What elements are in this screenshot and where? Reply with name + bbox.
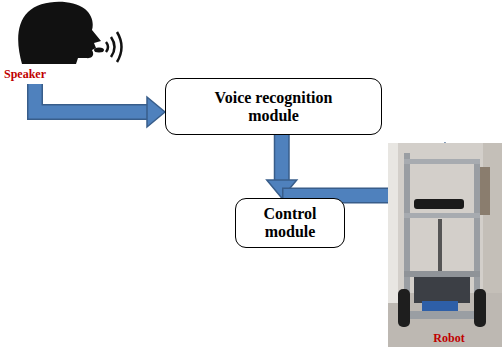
box-label: Control module (256, 205, 324, 241)
figure-label: Speaker (4, 67, 46, 81)
process-box: Voice recognition module (165, 78, 382, 135)
box-label: Voice recognition module (196, 89, 351, 125)
robot-photo: Robot (388, 143, 502, 347)
flow-arrow (35, 84, 165, 127)
robot-illustration (388, 143, 502, 347)
process-box: Control module (235, 198, 345, 248)
figure-label: Robot (433, 331, 464, 345)
speaker-figure: Speaker (0, 0, 130, 84)
